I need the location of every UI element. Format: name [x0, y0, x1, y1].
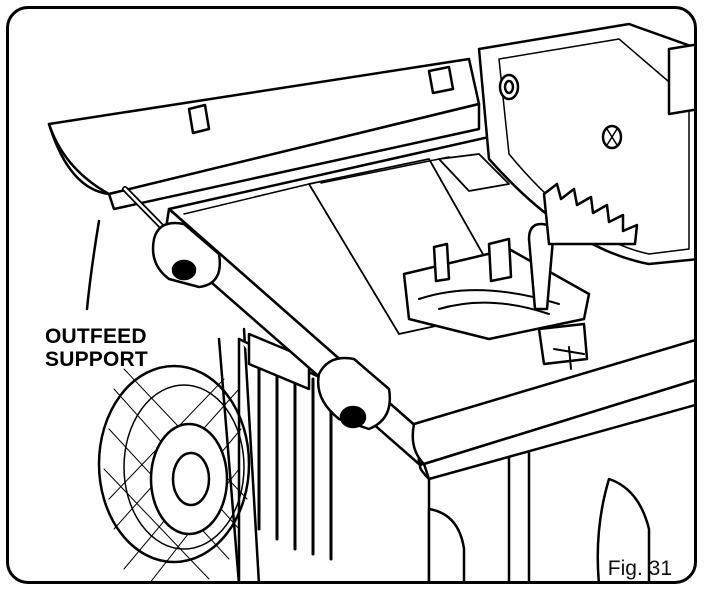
callout-line-2: SUPPORT — [45, 348, 148, 371]
saw-blade — [542, 182, 639, 246]
figure-label: Fig. 31 — [607, 557, 672, 580]
callout-line-1: OUTFEED — [45, 325, 147, 348]
outfeed-support-tray — [47, 57, 481, 211]
stand-frame — [217, 327, 651, 581]
callout-leader-line — [85, 219, 101, 311]
wheel — [97, 364, 251, 581]
table-saw-illustration — [47, 22, 694, 581]
table-corner-brackets — [151, 221, 392, 431]
outfeed-support-callout: OUTFEED SUPPORT — [45, 325, 148, 371]
figure-frame: OUTFEED SUPPORT Fig. 31 — [6, 6, 697, 584]
front-rail — [411, 339, 694, 481]
